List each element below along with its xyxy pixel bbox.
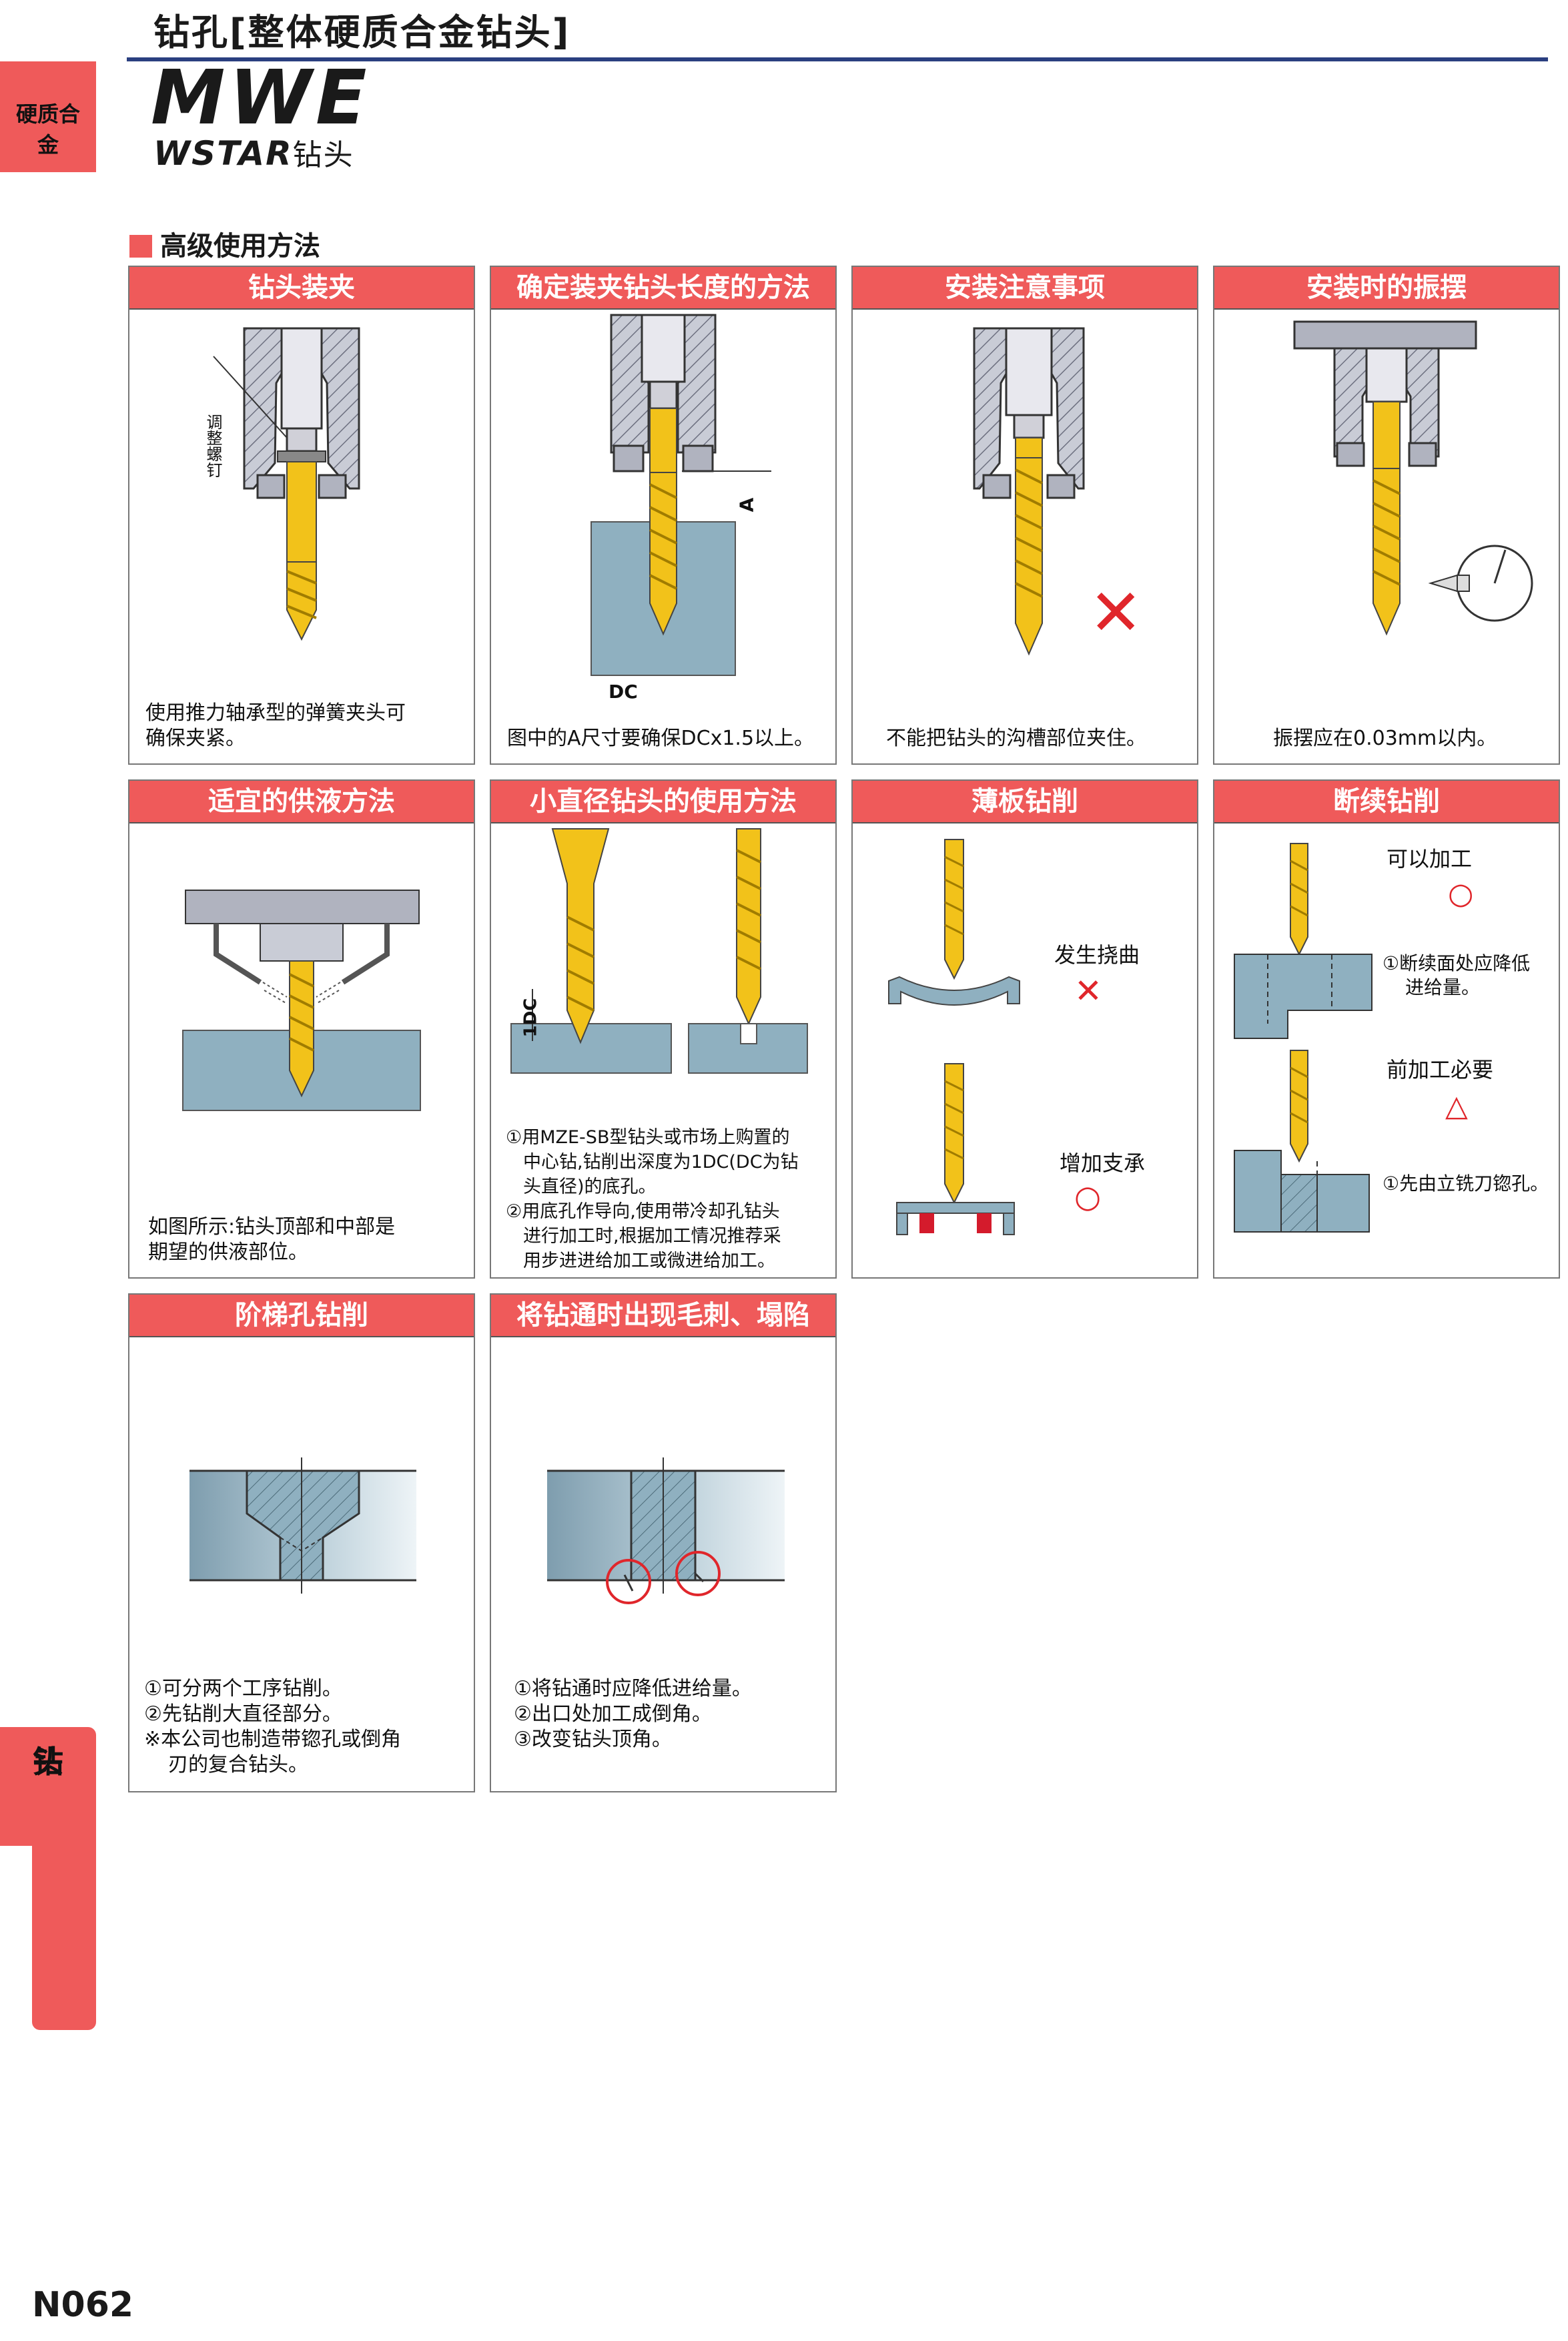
- bad-mark: ✕: [1074, 972, 1102, 1010]
- side-tab-carbide[interactable]: 硬质合金: [0, 61, 96, 172]
- panel-caption-line: 头直径)的底孔。: [523, 1177, 657, 1197]
- panel-small-diameter: 小直径钻头的使用方法 1DC ①用MZE-SB型钻头或市场上购置的 中心钻,钻削…: [490, 779, 837, 1279]
- step-hole-diagram: [189, 1457, 416, 1594]
- interrupted-cut-diagram: [1234, 843, 1373, 1233]
- section-title: 高级使用方法: [129, 224, 320, 263]
- brand-subtitle-en: WSTAR: [153, 134, 293, 173]
- panel-title: 小直径钻头的使用方法: [491, 781, 835, 823]
- machinable-label: 可以加工: [1387, 846, 1473, 872]
- ok-mark: ○: [1448, 877, 1474, 911]
- brand-logo: MWE: [151, 55, 371, 141]
- chuck-clamping-diagram: [213, 327, 360, 641]
- note-label: ①断续面处应降低: [1383, 952, 1531, 974]
- small-diameter-diagram: [510, 828, 808, 1074]
- side-tab-strip: [32, 1846, 96, 2030]
- panel-caption-line: ②先钻削大直径部分。: [144, 1702, 342, 1726]
- panel-caption-line: ③改变钻头顶角。: [514, 1728, 672, 1751]
- dimension-1dc-label: 1DC: [520, 998, 541, 1038]
- deflection-label: 发生挠曲: [1054, 942, 1140, 968]
- not-allowed-mark: ✕: [1089, 575, 1143, 650]
- install-notes-diagram: [973, 327, 1085, 656]
- panel-title: 阶梯孔钻削: [129, 1295, 474, 1337]
- side-tab-drill-char: 钻: [33, 1744, 63, 1780]
- panel-title: 将钻通时出现毛刺、塌陷: [491, 1295, 835, 1337]
- section-marker-icon: [129, 235, 152, 258]
- section-title-text: 高级使用方法: [160, 231, 320, 262]
- panel-title: 钻头装夹: [129, 267, 474, 310]
- dimension-dc-label: DC: [609, 681, 638, 703]
- good-mark: ○: [1074, 1179, 1102, 1215]
- panel-thin-plate: 薄板钻削 发生挠曲 ✕ 增加支承 ○: [851, 779, 1198, 1279]
- panel-title: 薄板钻削: [853, 781, 1197, 823]
- side-tab-drill-label: 钻头: [0, 1735, 96, 1780]
- panel-title: 安装注意事项: [853, 267, 1197, 310]
- panel-caption-line: 用步进进给加工或微进给加工。: [523, 1251, 775, 1271]
- panel-caption-line: ②出口处加工成倒角。: [514, 1702, 712, 1726]
- panel-clamp-length: 确定装夹钻头长度的方法 A DC 图中的A尺寸要确保DCx1.5以上。: [490, 266, 837, 765]
- panel-title: 适宜的供液方法: [129, 781, 474, 823]
- note-label: 进给量。: [1405, 976, 1481, 998]
- panel-title: 安装时的振摆: [1214, 267, 1559, 310]
- panel-caption-line: 振摆应在0.03mm以内。: [1273, 727, 1497, 750]
- exit-burr-diagram: [547, 1457, 785, 1604]
- panel-caption-line: 刃的复合钻头。: [168, 1753, 308, 1776]
- note-label: ①先由立铣刀锪孔。: [1383, 1173, 1549, 1195]
- panel-caption-line: 进行加工时,根据加工情况推荐采: [523, 1226, 781, 1247]
- panel-chuck-clamping: 钻头装夹 调整螺钉 使用推力轴承型的弹簧夹头可 确保夹紧。: [128, 266, 475, 765]
- panel-caption-line: 期望的供液部位。: [148, 1241, 308, 1264]
- panel-runout: 安装时的振摆 振摆应在0.03mm以内。: [1213, 266, 1560, 765]
- panel-caption-line: 如图所示:钻头顶部和中部是: [148, 1215, 396, 1239]
- coolant-diagram: [182, 890, 421, 1111]
- panel-coolant: 适宜的供液方法 如图所示:钻头顶部和中部是 期望的供液部位。: [128, 779, 475, 1279]
- panel-caption-line: ※本公司也制造带锪孔或倒角: [144, 1728, 402, 1751]
- thin-plate-diagram: [888, 839, 1020, 1235]
- clamp-length-diagram: [591, 314, 771, 676]
- page-title: 钻孔[整体硬质合金钻头]: [153, 11, 571, 53]
- panel-install-notes: 安装注意事项 ✕ 不能把钻头的沟槽部位夹住。: [851, 266, 1198, 765]
- panel-exit-burr: 将钻通时出现毛刺、塌陷 ①将钻通时应降低进给量。 ②出口处加工成倒角。 ③改变钻…: [490, 1293, 837, 1792]
- panel-caption-line: 图中的A尺寸要确保DCx1.5以上。: [507, 727, 815, 750]
- panel-caption-line: ①用MZE-SB型钻头或市场上购置的: [506, 1127, 790, 1148]
- screw-label: 调整螺钉: [204, 414, 222, 478]
- support-label: 增加支承: [1060, 1150, 1146, 1176]
- dimension-a-label: A: [735, 497, 758, 513]
- side-tab-carbide-label: 硬质合金: [15, 101, 80, 157]
- panel-caption-line: 确保夹紧。: [145, 727, 246, 750]
- runout-diagram: [1293, 320, 1533, 636]
- side-tab-drill[interactable]: 钻头: [0, 1727, 96, 1846]
- panel-step-hole: 阶梯孔钻削 ①可分两个工序钻削。 ②先钻削大直径部分。 ※本公司也制造带锪孔或倒…: [128, 1293, 475, 1792]
- title-rule: [127, 57, 1548, 61]
- panel-interrupted-cut: 断续钻削 可以加工 ○ ①断续面处应降低 进给量。 前加工必要 △ ①先由立铣刀…: [1213, 779, 1560, 1279]
- brand-subtitle-cn: 钻头: [292, 138, 354, 172]
- brand-subtitle: WSTAR钻头: [153, 131, 354, 174]
- side-tab-drill-char: 头: [33, 1744, 63, 1780]
- caution-mark: △: [1445, 1089, 1468, 1123]
- panel-caption-line: 不能把钻头的沟槽部位夹住。: [886, 727, 1146, 750]
- panel-caption-line: ①将钻通时应降低进给量。: [514, 1677, 752, 1700]
- panel-caption-line: 中心钻,钻削出深度为1DC(DC为钻: [523, 1152, 799, 1173]
- panel-title: 断续钻削: [1214, 781, 1559, 823]
- page-number: N062: [32, 2285, 134, 2325]
- premachining-label: 前加工必要: [1387, 1057, 1494, 1082]
- panel-caption-line: ①可分两个工序钻削。: [144, 1677, 342, 1700]
- panel-caption-line: ②用底孔作导向,使用带冷却孔钻头: [506, 1201, 780, 1222]
- panel-caption-line: 使用推力轴承型的弹簧夹头可: [145, 701, 406, 725]
- panel-title: 确定装夹钻头长度的方法: [491, 267, 835, 310]
